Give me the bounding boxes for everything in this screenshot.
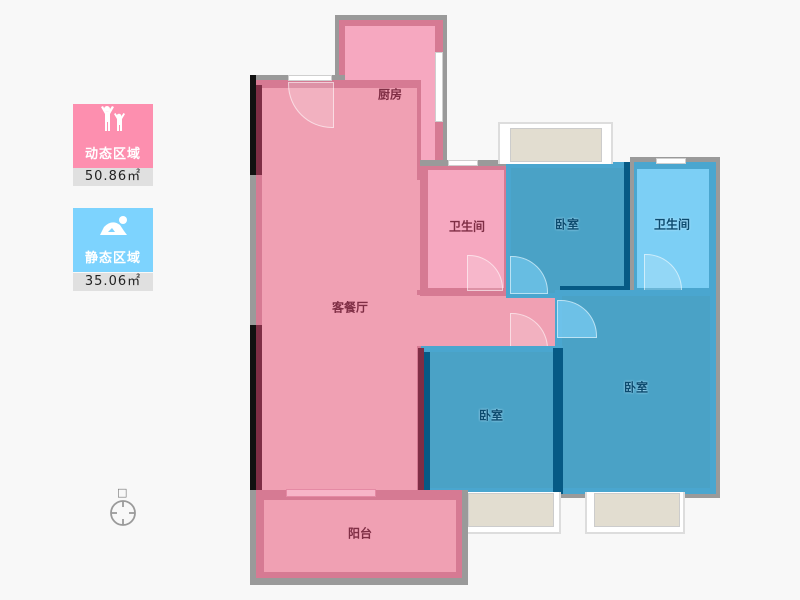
bedroom3-floor (430, 352, 554, 488)
bedroom3-west-wall (418, 348, 424, 493)
resting-person-icon (96, 215, 130, 241)
label-bathroom-1: 卫生间 (448, 219, 486, 234)
living-window-top (288, 75, 332, 81)
kitchen-window (435, 52, 443, 122)
compass: □ (108, 486, 138, 528)
bath1-window (448, 160, 478, 166)
label-bathroom-2: 卫生间 (653, 217, 691, 232)
label-living-dining: 客餐厅 (331, 300, 369, 315)
living-west-inner-bottom (256, 325, 262, 495)
living-west-wall-bottom (250, 325, 256, 495)
bedroom3-west-inner (424, 352, 430, 492)
living-west-wall-top (250, 75, 256, 175)
legend-dynamic-card: 动态区域 (73, 104, 153, 168)
legend-static-card: 静态区域 (73, 208, 153, 272)
legend-static-value: 35.06㎡ (73, 273, 153, 291)
label-bedroom-1: 卧室 (554, 217, 580, 232)
legend-dynamic-label: 动态区域 (84, 147, 141, 162)
living-west-inner-top (256, 85, 262, 175)
balcony-sliding-door (286, 489, 376, 497)
bath2-window (656, 158, 686, 164)
bedroom-divider-wall (553, 348, 563, 494)
living-floor-ext (340, 180, 420, 290)
legend-static-label: 静态区域 (84, 251, 141, 266)
family-icon (98, 105, 128, 137)
compass-icon (110, 500, 136, 526)
label-bedroom-3: 卧室 (478, 408, 504, 423)
label-bedroom-2: 卧室 (623, 380, 649, 395)
bay-window-top-sill (510, 128, 602, 162)
balcony-floor (264, 500, 456, 572)
legend-dynamic-value: 50.86㎡ (73, 168, 153, 186)
bay-window-bottom-right-sill (594, 493, 680, 527)
north-marker: □ (117, 486, 128, 499)
label-kitchen: 厨房 (377, 87, 403, 102)
label-balcony: 阳台 (347, 526, 373, 541)
bay-window-bottom-left-sill (468, 493, 554, 527)
